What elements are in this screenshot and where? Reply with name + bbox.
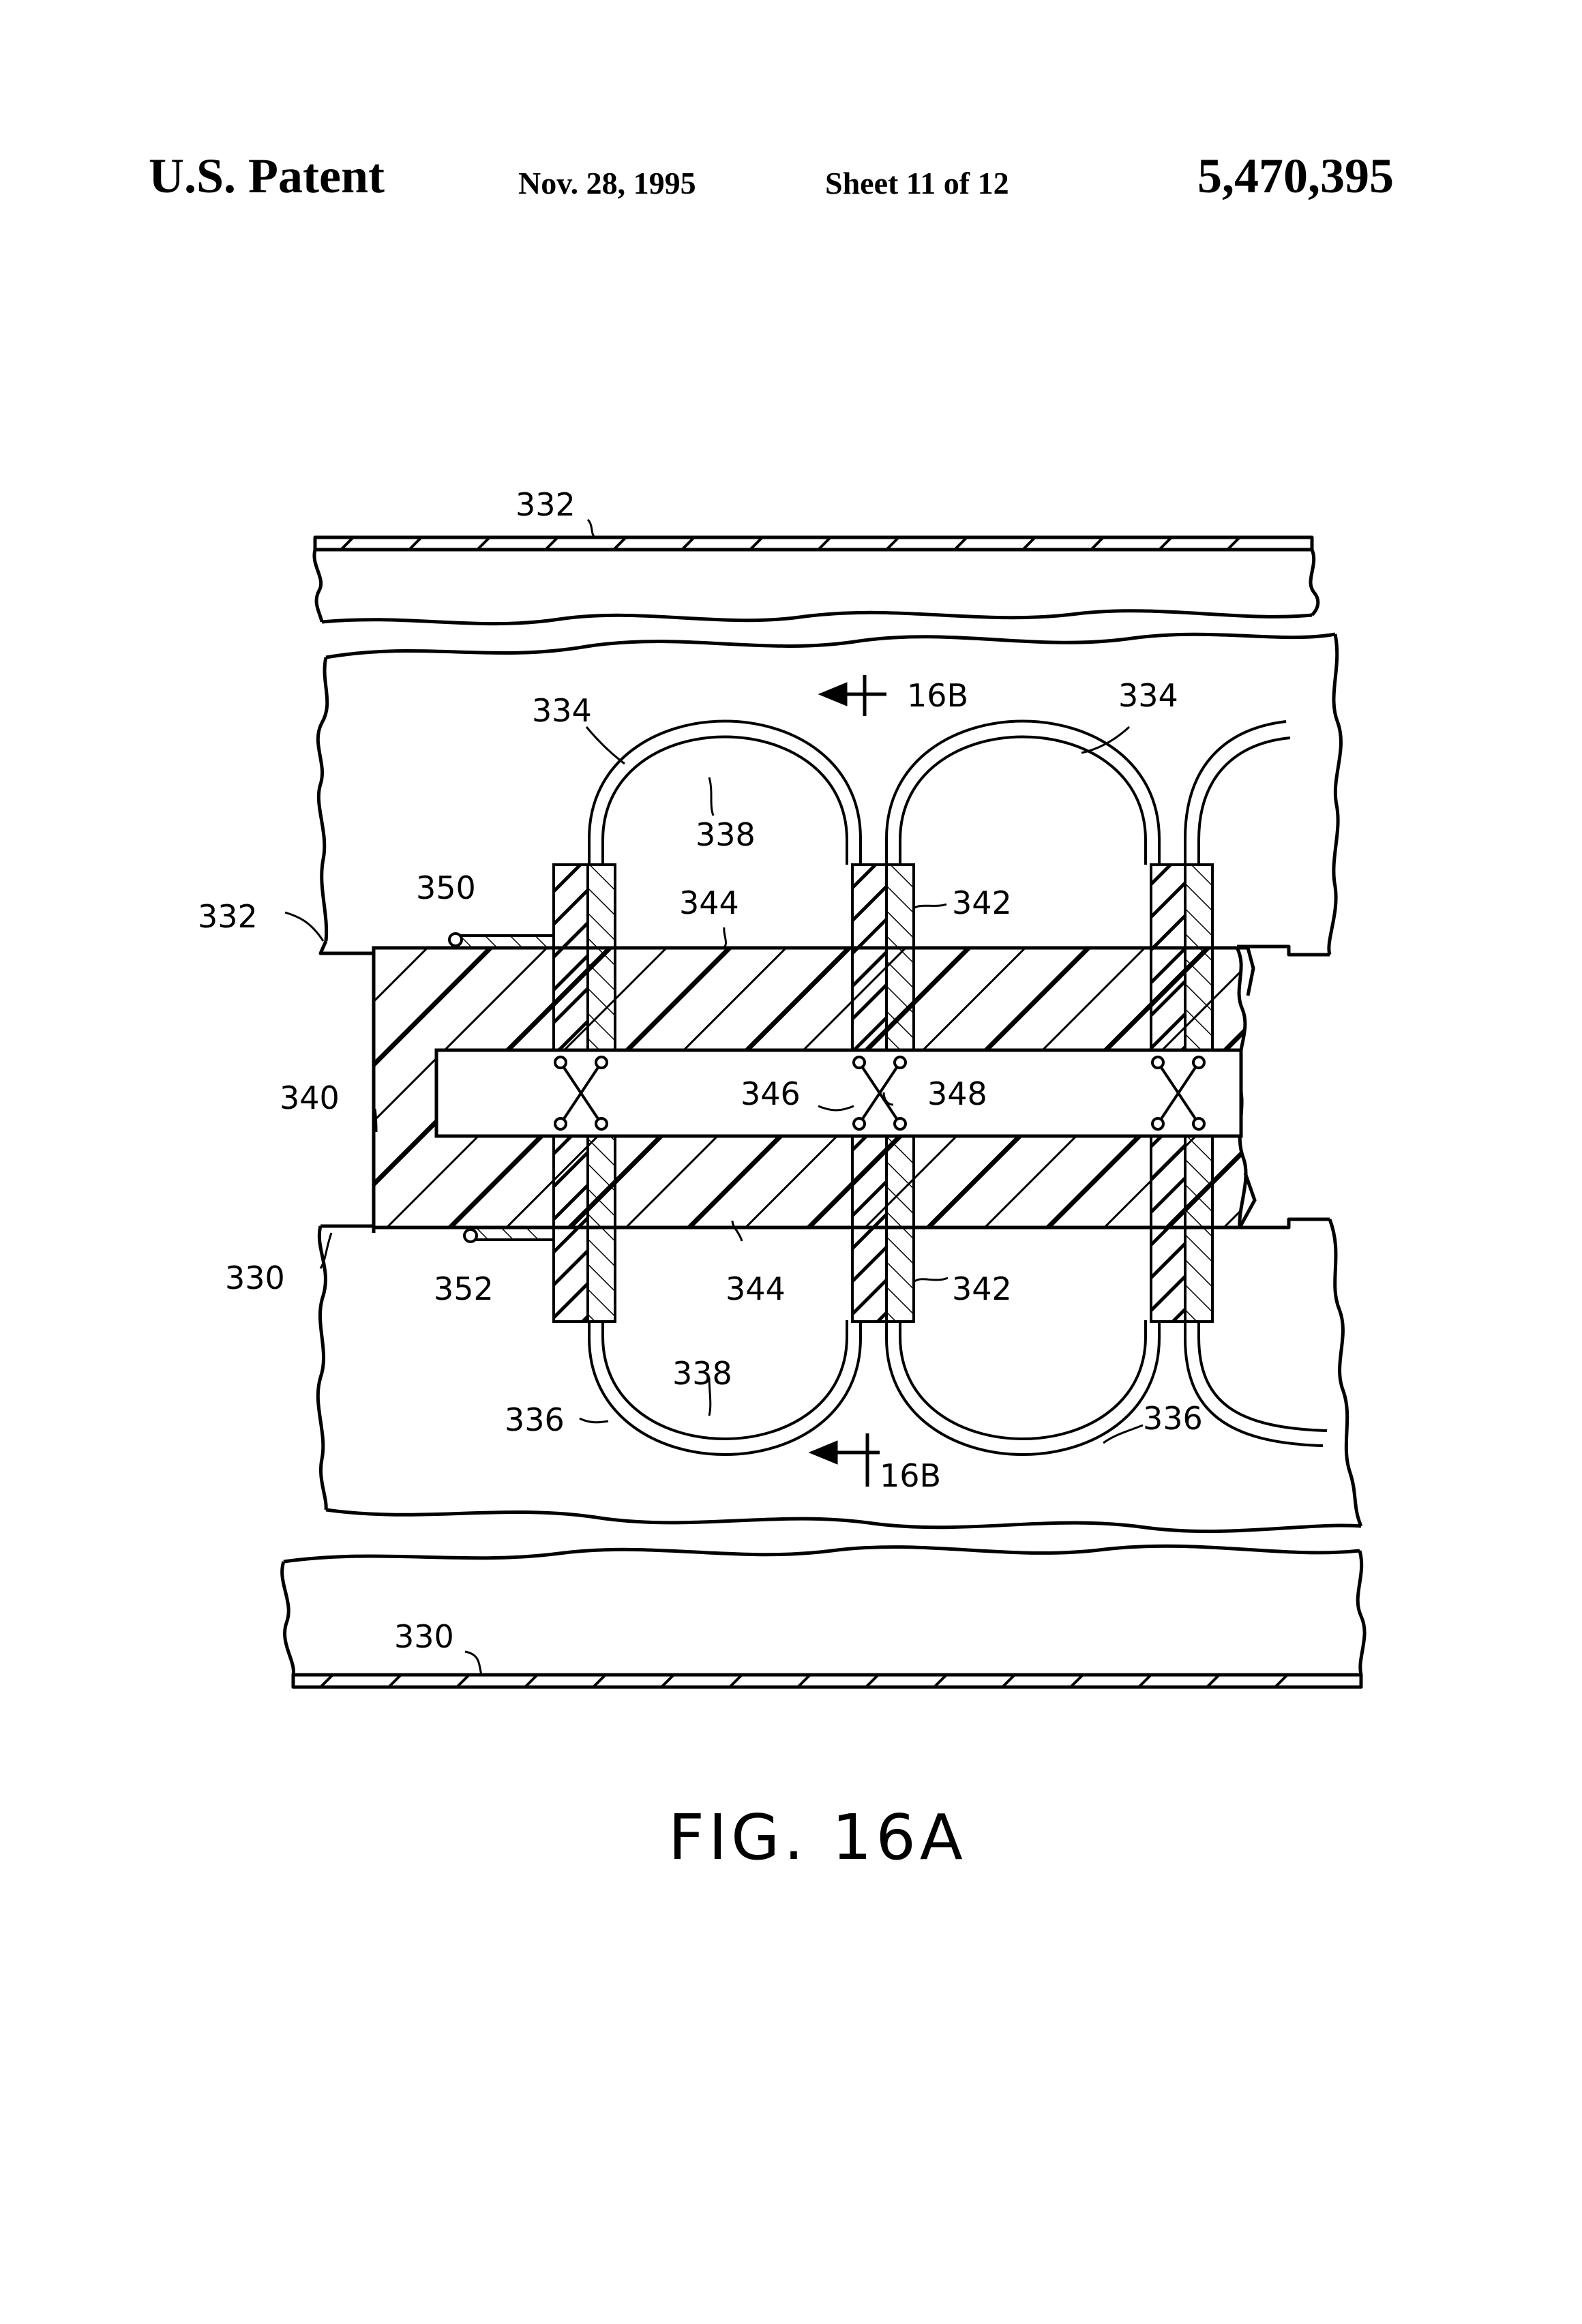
label-338-top: 338 — [696, 816, 756, 853]
label-16b-bottom: 16B — [880, 1457, 941, 1494]
top-sheet-332 — [314, 537, 1318, 624]
label-334-right: 334 — [1118, 677, 1178, 714]
figure-caption: FIG. 16A — [668, 1801, 967, 1874]
label-342-bottom: 342 — [952, 1270, 1012, 1307]
label-344-bottom: 344 — [726, 1270, 786, 1307]
label-344-top: 344 — [679, 884, 739, 921]
label-340: 340 — [280, 1079, 340, 1116]
section-arrow-top — [822, 675, 886, 716]
label-16b-top: 16B — [907, 677, 968, 714]
fin-tubes-334 — [589, 721, 1290, 865]
label-334-left: 334 — [532, 692, 592, 729]
section-arrow-bottom — [813, 1433, 880, 1487]
label-330-mid: 330 — [225, 1260, 285, 1296]
label-336-left: 336 — [505, 1401, 565, 1438]
label-352: 352 — [434, 1270, 494, 1307]
label-350: 350 — [416, 869, 476, 906]
label-346: 346 — [741, 1075, 801, 1112]
label-338-bottom: 338 — [672, 1355, 732, 1392]
label-332-mid: 332 — [198, 898, 258, 935]
label-332-top: 332 — [516, 486, 576, 523]
weld-350 — [449, 934, 554, 948]
label-342-top: 342 — [952, 884, 1012, 921]
weld-352 — [464, 1227, 554, 1242]
bottom-sheet-330 — [282, 1546, 1364, 1687]
label-330-bottom: 330 — [394, 1618, 454, 1655]
distributor-bar-340 — [374, 948, 1255, 1227]
label-336-right: 336 — [1143, 1400, 1203, 1437]
label-348: 348 — [927, 1075, 987, 1112]
